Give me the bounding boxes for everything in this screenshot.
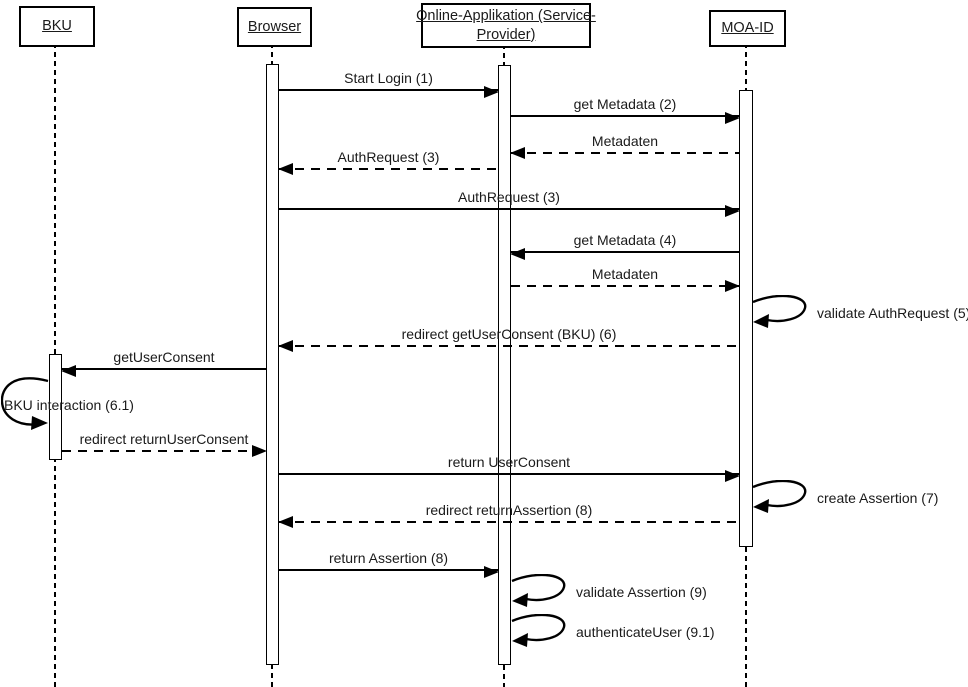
activation-bar-browser [266, 64, 279, 665]
message-return-userconsent: return UserConsent [279, 454, 740, 482]
arrowhead-left-icon [278, 162, 293, 175]
message-label: AuthRequest (3) [337, 149, 440, 165]
actor-box-bku: BKU [19, 6, 95, 47]
self-loop-arrow-icon [752, 295, 807, 328]
message-metadaten-return-1: Metadaten [510, 133, 739, 159]
self-message-create-assertion: create Assertion (7) [752, 480, 938, 516]
actor-label-online-applikation-line1: Online-Applikation (Service- [416, 8, 596, 25]
self-message-validate-authrequest: validate AuthRequest (5) [752, 295, 968, 331]
message-get-metadata-4: get Metadata (4) [510, 232, 739, 260]
arrowhead-right-icon [725, 204, 740, 217]
actor-label-browser: Browser [247, 18, 302, 35]
arrowhead-right-icon [725, 469, 740, 482]
message-redirect-getuserconsent: redirect getUserConsent (BKU) (6) [278, 326, 739, 352]
self-loop-arrow-icon [511, 574, 566, 607]
arrowhead-left-icon [278, 515, 293, 528]
actor-box-online-applikation: Online-Applikation (Service- Provider) [416, 3, 596, 48]
message-label: redirect getUserConsent (BKU) (6) [401, 326, 617, 342]
message-authrequest-forward: AuthRequest (3) [279, 189, 740, 217]
message-label: get Metadata (2) [573, 96, 677, 112]
actor-label-moa-id: MOA-ID [721, 20, 774, 37]
self-message-validate-assertion: validate Assertion (9) [511, 574, 707, 610]
arrowhead-left-icon [510, 247, 525, 260]
message-label: getUserConsent [113, 349, 215, 365]
message-label: authenticateUser (9.1) [576, 624, 715, 640]
message-redirect-returnassertion: redirect returnAssertion (8) [278, 502, 739, 528]
message-get-metadata-2: get Metadata (2) [511, 96, 740, 124]
actor-label-online-applikation-line2: Provider) [476, 26, 536, 43]
message-label: Metadaten [591, 133, 659, 149]
arrowhead-right-icon [484, 565, 499, 578]
message-getuserconsent: getUserConsent [61, 349, 266, 377]
self-message-authenticateuser: authenticateUser (9.1) [511, 614, 715, 650]
self-loop-arrow-icon [752, 480, 807, 513]
activation-bar-moa-id [739, 90, 753, 547]
message-metadaten-return-2: Metadaten [511, 266, 740, 292]
message-label: validate Assertion (9) [576, 584, 707, 600]
message-label: return UserConsent [447, 454, 571, 470]
self-loop-arrow-icon [511, 614, 566, 647]
message-label: redirect returnUserConsent [79, 431, 249, 447]
actor-box-browser: Browser [237, 7, 312, 47]
message-label: return Assertion (8) [328, 550, 449, 566]
arrowhead-left-icon [278, 339, 293, 352]
message-authrequest-return: AuthRequest (3) [278, 149, 498, 175]
message-label: AuthRequest (3) [458, 189, 560, 205]
actor-label-bku: BKU [42, 18, 72, 35]
arrowhead-right-icon [725, 111, 740, 124]
arrowhead-right-icon [484, 85, 499, 98]
arrowhead-left-icon [61, 364, 76, 377]
activation-bar-online-applikation [498, 65, 511, 665]
arrowhead-right-icon [725, 279, 740, 292]
self-message-bku-interaction [1, 376, 49, 430]
message-label-bku-interaction: BKU interaction (6.1) [4, 397, 134, 413]
message-redirect-returnuserconsent: redirect returnUserConsent [62, 431, 267, 457]
arrowhead-right-icon [252, 444, 267, 457]
arrowhead-left-icon [510, 146, 525, 159]
message-label: redirect returnAssertion (8) [425, 502, 593, 518]
message-return-assertion: return Assertion (8) [279, 550, 499, 578]
message-start-login: Start Login (1) [279, 70, 499, 98]
message-label: Metadaten [591, 266, 659, 282]
message-label: create Assertion (7) [817, 490, 939, 506]
self-loop-arrow-icon [1, 377, 49, 430]
message-label: validate AuthRequest (5) [817, 305, 968, 321]
message-label: get Metadata (4) [573, 232, 677, 248]
actor-box-moa-id: MOA-ID [709, 10, 786, 47]
message-label: Start Login (1) [344, 70, 433, 86]
activation-bar-bku [49, 354, 62, 460]
